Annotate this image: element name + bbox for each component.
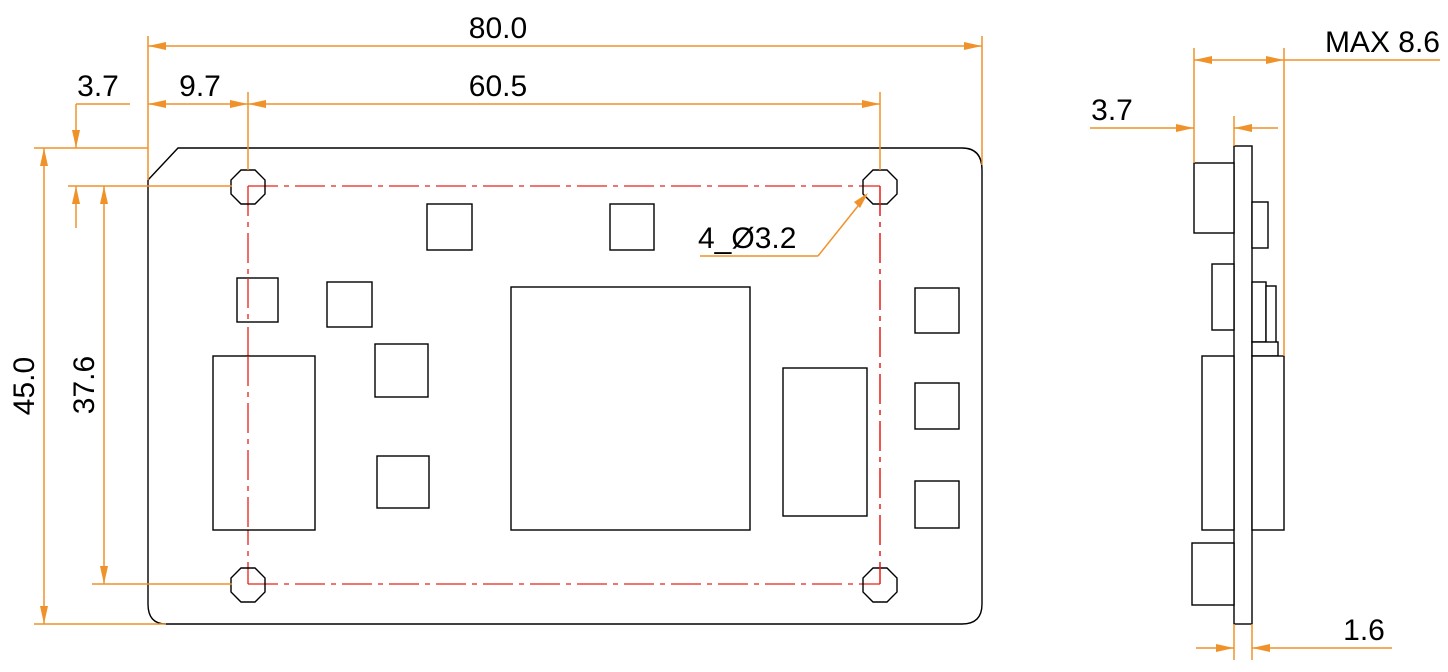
mounting-hole-top-right [862,169,898,205]
mounting-hole-top-left [230,169,266,205]
arrowhead [1216,644,1234,652]
side-comp-1 [1193,162,1235,234]
component-right-module [782,367,868,517]
dim-overall-width: 80.0 [469,12,527,45]
arrowhead [248,100,266,108]
arrowhead [862,100,880,108]
arrowhead [100,566,108,584]
side-comp-2 [1251,201,1269,249]
board-outline [147,147,983,625]
component-pad-2 [609,203,655,251]
component-pad-6 [376,455,430,509]
arrowhead [964,42,982,50]
dim-max-height: MAX 8.6 [1325,26,1440,59]
side-comp-6 [1251,341,1279,357]
arrowhead [100,186,108,204]
arrowhead [72,130,80,148]
dim-overall-height: 45.0 [8,357,41,415]
side-comp-9 [1191,542,1235,606]
side-view: MAX 8.6 3.7 1.6 [1090,26,1440,660]
hole-callout: 4_Ø3.2 [698,222,796,255]
arrowhead [1176,124,1194,132]
component-pad-3 [236,277,279,323]
arrowhead [854,193,868,208]
component-main-chip [510,286,751,531]
component-connector-left [212,355,316,531]
component-edge-pad-1 [914,287,960,334]
arrowhead [40,606,48,624]
component-pad-4 [326,281,373,328]
component-edge-pad-3 [914,480,960,529]
arrowhead [40,148,48,166]
dim-hole-spacing-y: 37.6 [68,356,101,414]
mounting-hole-bottom-right [862,567,898,603]
arrowhead [1234,124,1252,132]
component-pad-5 [374,343,429,398]
side-comp-8 [1251,355,1285,531]
dim-hole-spacing-x: 60.5 [469,70,527,103]
side-board [1233,145,1253,625]
mounting-hole-bottom-left [230,567,266,603]
side-comp-7 [1201,355,1235,531]
arrowhead [148,100,166,108]
arrowhead [1194,56,1212,64]
dim-hole-offset-x: 9.7 [179,70,221,103]
side-comp-4 [1251,281,1267,343]
arrowhead [1266,56,1284,64]
side-comp-3 [1211,263,1235,331]
dim-hole-offset-y-top: 3.7 [77,70,119,103]
arrowhead [72,186,80,204]
dim-component-offset: 3.7 [1091,94,1133,127]
component-pad-1 [426,203,473,251]
arrowhead [230,100,248,108]
arrowhead [1252,644,1270,652]
arrowhead [148,42,166,50]
front-view: 80.0 9.7 60.5 3.7 45.0 37.6 4_Ø [8,12,983,625]
dim-board-thickness: 1.6 [1343,614,1385,647]
component-edge-pad-2 [914,382,960,430]
